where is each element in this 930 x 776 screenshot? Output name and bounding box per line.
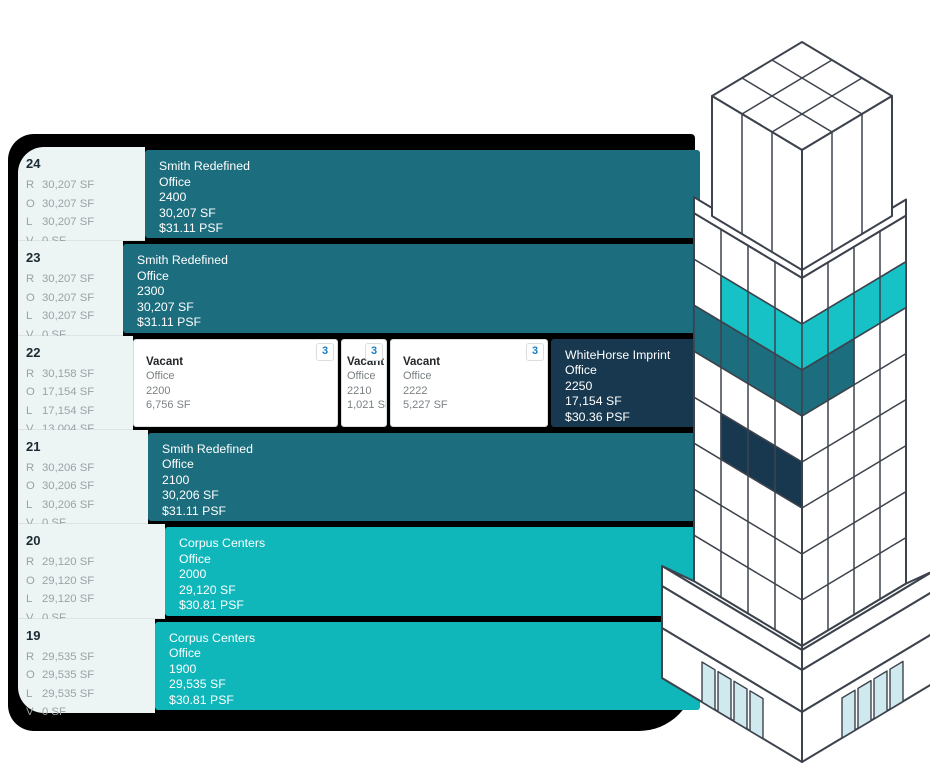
stacking-plan-panel: 24 R30,207 SF O30,207 SF L30,207 SF V0 S… xyxy=(18,147,700,718)
floor-row-23: 23 R30,207 SF O30,207 SF L30,207 SF V0 S… xyxy=(18,241,700,341)
floor-units: 3 Vacant Office 2200 6,756 SF 3 Vacant O… xyxy=(133,336,700,430)
floor-number: 19 xyxy=(26,627,41,643)
availability-badge: 3 xyxy=(316,342,334,361)
availability-badge: 3 xyxy=(365,342,383,361)
vacant-card-2200[interactable]: 3 Vacant Office 2200 6,756 SF xyxy=(133,338,338,427)
floor-number: 21 xyxy=(26,438,41,454)
floor-row-24: 24 R30,207 SF O30,207 SF L30,207 SF V0 S… xyxy=(18,147,700,247)
floor-number: 20 xyxy=(26,533,41,549)
floor-number: 22 xyxy=(26,344,41,360)
vacant-card-2222[interactable]: 3 Vacant Office 2222 5,227 SF xyxy=(390,338,548,427)
floor-number: 23 xyxy=(26,250,41,266)
floor-number: 24 xyxy=(26,156,41,171)
floor-row-21: 21 R30,206 SF O30,206 SF L30,206 SF V0 S… xyxy=(18,429,700,529)
floor-label-21: 21 R30,206 SF O30,206 SF L30,206 SF V0 S… xyxy=(18,429,148,529)
floor-label-22: 22 R30,158 SF O17,154 SF L17,154 SF V13,… xyxy=(18,335,133,435)
availability-badge: 3 xyxy=(526,342,544,361)
floor-label-23: 23 R30,207 SF O30,207 SF L30,207 SF V0 S… xyxy=(18,241,123,341)
vacant-card-2210[interactable]: 3 Vacant Office 2210 1,021 SF xyxy=(341,338,387,427)
floor-label-24: 24 R30,207 SF O30,207 SF L30,207 SF V0 S… xyxy=(18,147,145,247)
floor-row-22: 22 R30,158 SF O17,154 SF L17,154 SF V13,… xyxy=(18,335,700,435)
